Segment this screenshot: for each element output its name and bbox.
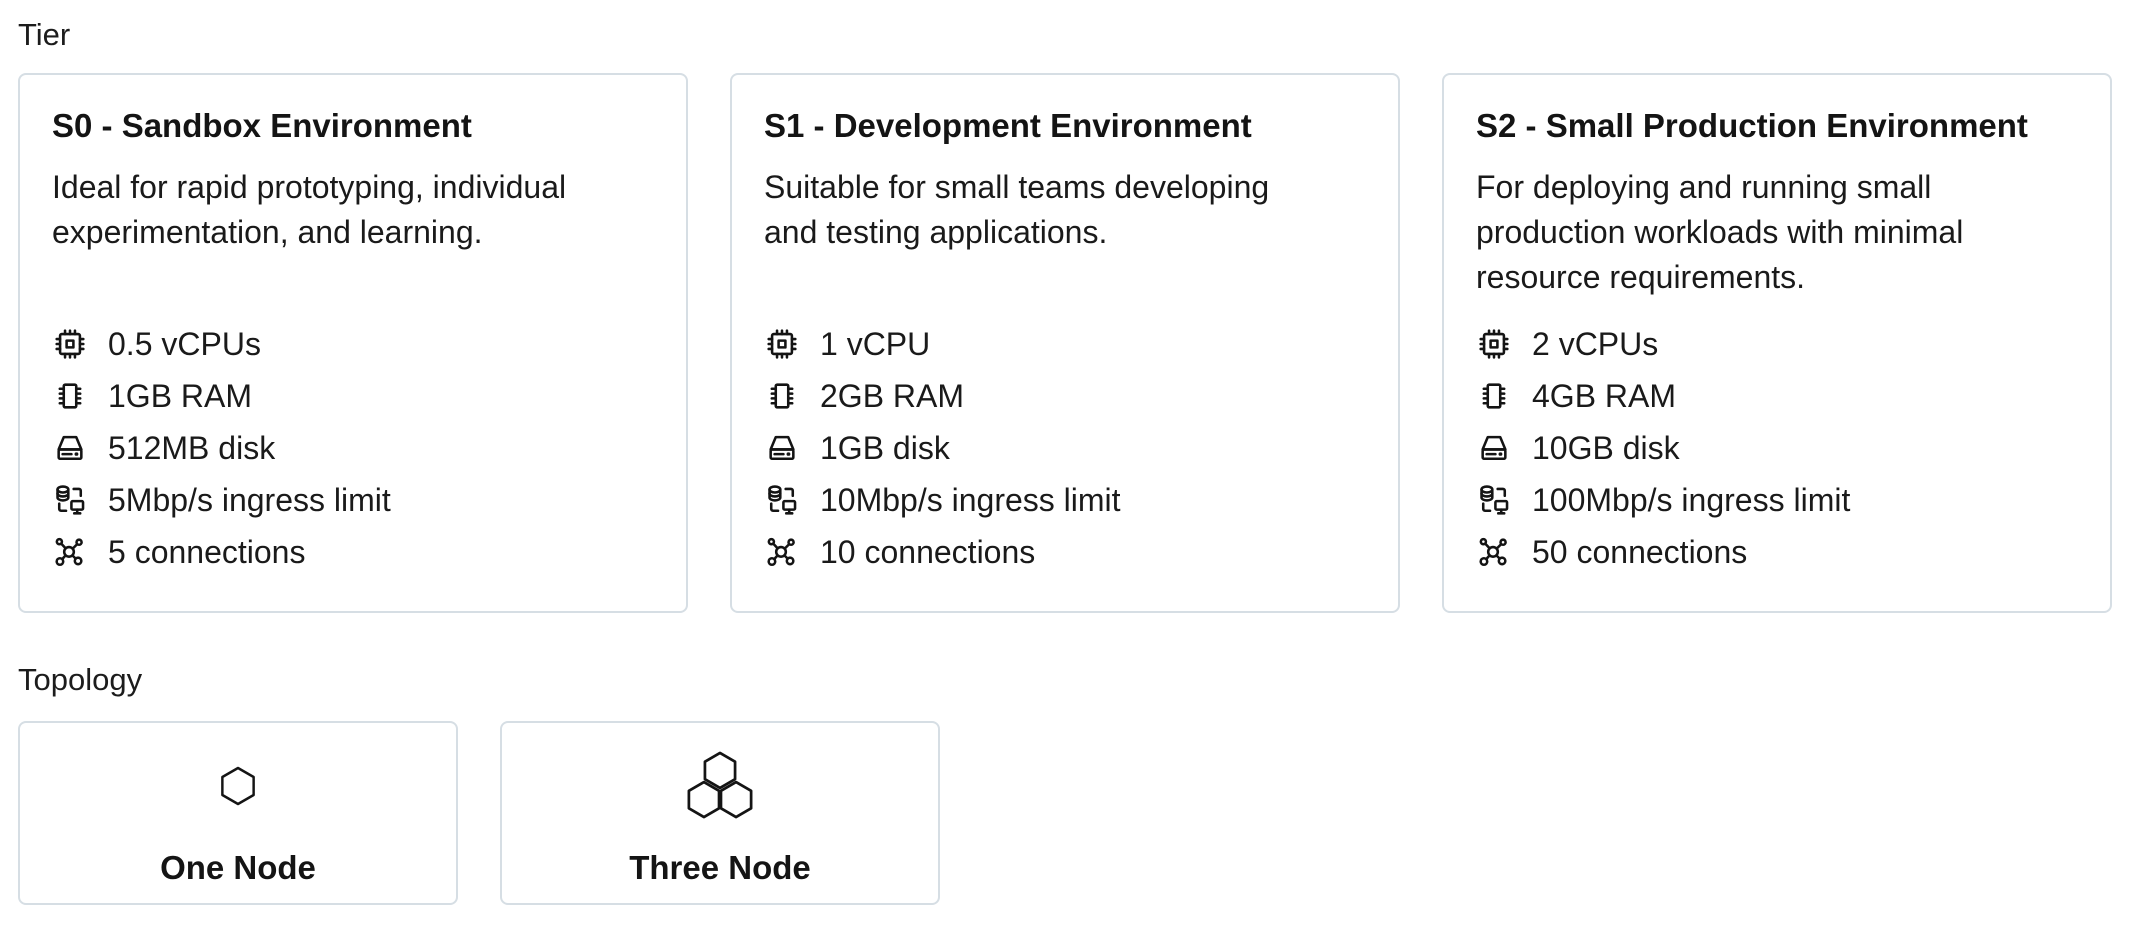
spec-list: 1 vCPU 2GB RAM 1GB disk 10Mbp/s ingress … xyxy=(764,318,1366,578)
spec-text: 5 connections xyxy=(108,533,306,570)
topology-card-row: One Node Three Node xyxy=(18,721,2112,905)
spec-text: 50 connections xyxy=(1532,533,1748,570)
topology-card-one-node[interactable]: One Node xyxy=(18,721,458,905)
disk-icon xyxy=(52,430,88,466)
ingress-icon xyxy=(764,482,800,518)
spec-text: 2GB RAM xyxy=(820,377,965,414)
spec-row-ram: 2GB RAM xyxy=(764,370,1366,422)
spec-row-ingress: 5Mbp/s ingress limit xyxy=(52,474,654,526)
tier-card-title: S1 - Development Environment xyxy=(764,107,1252,144)
ram-icon xyxy=(764,378,800,414)
tier-card-description: Ideal for rapid prototyping, individual … xyxy=(52,169,567,250)
spec-row-cpu: 1 vCPU xyxy=(764,318,1366,370)
tier-card-row: S0 - Sandbox Environment Ideal for rapid… xyxy=(18,73,2112,613)
topology-card-three-node[interactable]: Three Node xyxy=(500,721,940,905)
spec-row-ingress: 10Mbp/s ingress limit xyxy=(764,474,1366,526)
spec-text: 10 connections xyxy=(820,533,1036,570)
tier-card-title: S0 - Sandbox Environment xyxy=(52,107,472,144)
tier-section: Tier S0 - Sandbox Environment Ideal for … xyxy=(18,14,2112,613)
spec-text: 10Mbp/s ingress limit xyxy=(820,481,1121,518)
ram-icon xyxy=(1476,378,1512,414)
spec-text: 1GB RAM xyxy=(108,377,253,414)
ram-icon xyxy=(52,378,88,414)
spec-text: 0.5 vCPUs xyxy=(108,325,261,362)
one-node-icon xyxy=(220,750,256,822)
tier-card-s0[interactable]: S0 - Sandbox Environment Ideal for rapid… xyxy=(18,73,688,613)
tier-card-title: S2 - Small Production Environment xyxy=(1476,107,2028,144)
spec-row-cpu: 0.5 vCPUs xyxy=(52,318,654,370)
spec-row-connections: 50 connections xyxy=(1476,526,2078,578)
spec-text: 2 vCPUs xyxy=(1532,325,1659,362)
connections-icon xyxy=(52,534,88,570)
spec-list: 2 vCPUs 4GB RAM 10GB disk 100Mbp/s ingre… xyxy=(1476,318,2078,578)
ingress-icon xyxy=(52,482,88,518)
spec-text: 4GB RAM xyxy=(1532,377,1677,414)
cpu-icon xyxy=(764,326,800,362)
topology-label: Topology xyxy=(18,662,143,697)
spec-row-connections: 5 connections xyxy=(52,526,654,578)
topology-section: Topology One Node Three Node xyxy=(18,659,2112,905)
spec-row-connections: 10 connections xyxy=(764,526,1366,578)
topology-option-label: Three Node xyxy=(629,849,811,886)
spec-row-disk: 512MB disk xyxy=(52,422,654,474)
disk-icon xyxy=(764,430,800,466)
topology-option-label: One Node xyxy=(160,849,316,886)
tier-card-description: For deploying and running small producti… xyxy=(1476,169,1964,295)
spec-row-ram: 4GB RAM xyxy=(1476,370,2078,422)
cpu-icon xyxy=(1476,326,1512,362)
spec-text: 10GB disk xyxy=(1532,429,1680,466)
tier-card-description: Suitable for small teams developing and … xyxy=(764,169,1270,250)
connections-icon xyxy=(764,534,800,570)
spec-row-ingress: 100Mbp/s ingress limit xyxy=(1476,474,2078,526)
disk-icon xyxy=(1476,430,1512,466)
spec-row-ram: 1GB RAM xyxy=(52,370,654,422)
spec-row-disk: 1GB disk xyxy=(764,422,1366,474)
spec-list: 0.5 vCPUs 1GB RAM 512MB disk 5Mbp/s ingr… xyxy=(52,318,654,578)
tier-card-s2[interactable]: S2 - Small Production Environment For de… xyxy=(1442,73,2112,613)
spec-text: 512MB disk xyxy=(108,429,276,466)
spec-text: 1GB disk xyxy=(820,429,950,466)
tier-label: Tier xyxy=(18,17,71,52)
tier-card-s1[interactable]: S1 - Development Environment Suitable fo… xyxy=(730,73,1400,613)
spec-row-disk: 10GB disk xyxy=(1476,422,2078,474)
spec-row-cpu: 2 vCPUs xyxy=(1476,318,2078,370)
ingress-icon xyxy=(1476,482,1512,518)
spec-text: 5Mbp/s ingress limit xyxy=(108,481,391,518)
spec-text: 100Mbp/s ingress limit xyxy=(1532,481,1851,518)
cpu-icon xyxy=(52,326,88,362)
connections-icon xyxy=(1476,534,1512,570)
spec-text: 1 vCPU xyxy=(820,325,931,362)
three-node-icon xyxy=(685,750,755,822)
